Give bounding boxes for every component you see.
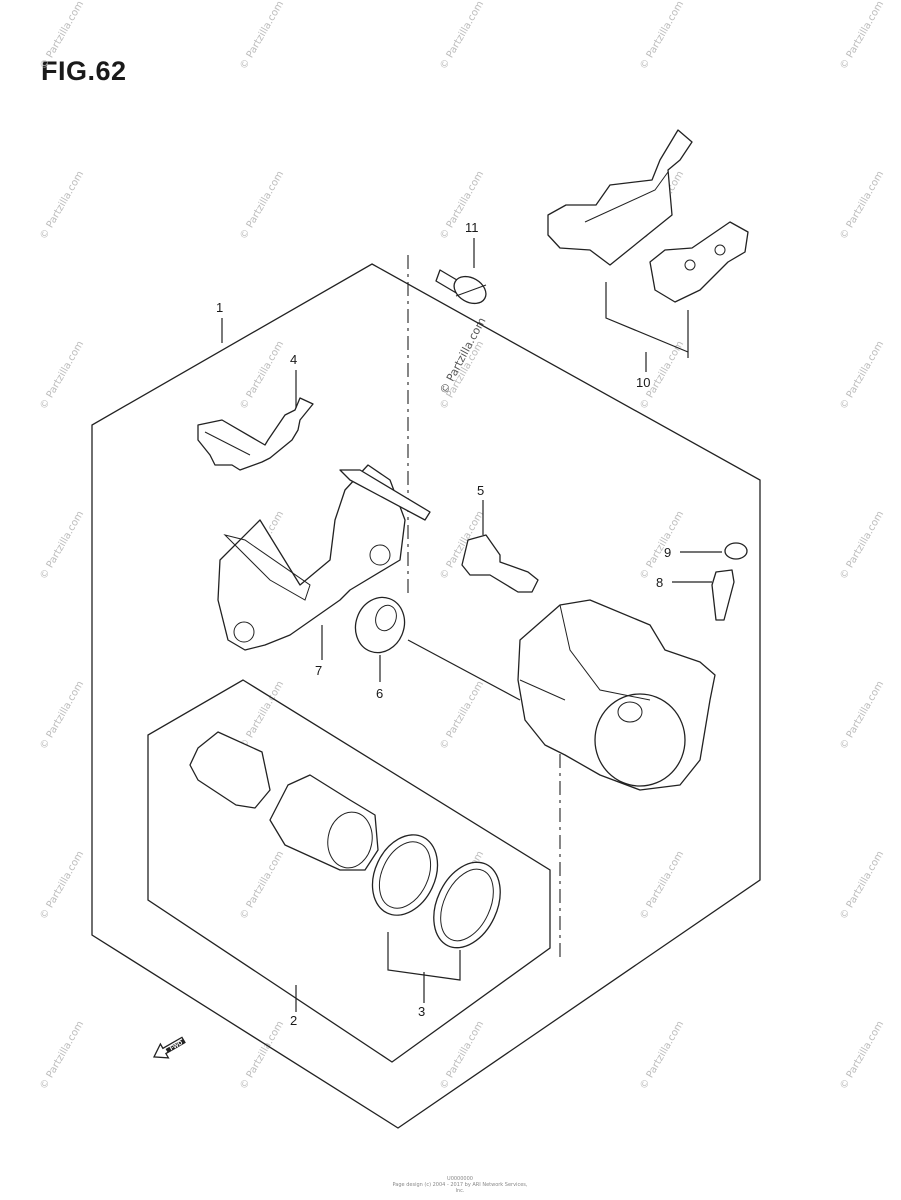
watermark-tile: © Partzilla.com	[438, 679, 486, 751]
watermark-tile: © Partzilla.com	[838, 679, 886, 751]
watermark-tile: © Partzilla.com	[38, 0, 86, 71]
brake-pads-part-10	[547, 129, 749, 303]
watermark-tile: © Partzilla.com	[238, 1019, 286, 1091]
watermark-tile: © Partzilla.com	[638, 0, 686, 71]
page-footer: U0000000 Page design (c) 2004 - 2017 by …	[390, 1176, 530, 1194]
watermark-tile: © Partzilla.com	[638, 849, 686, 921]
watermark-tile: © Partzilla.com	[838, 169, 886, 241]
slide-pin-part-5	[461, 534, 539, 593]
watermark-tile: © Partzilla.com	[238, 0, 286, 71]
watermark-tile: © Partzilla.com	[838, 0, 886, 71]
watermark-tile: © Partzilla.com	[238, 339, 286, 411]
seals-part-3	[371, 834, 501, 949]
forward-arrow-icon: FWD	[152, 1036, 186, 1059]
leader-lines	[221, 238, 722, 1012]
footer-copyright: Page design (c) 2004 - 2017 by ARI Netwo…	[392, 1182, 528, 1194]
callout-3: 3	[418, 1004, 425, 1019]
watermark-tile: © Partzilla.com	[838, 1019, 886, 1091]
watermark-tile: © Partzilla.com	[238, 679, 286, 751]
callout-8: 8	[656, 575, 663, 590]
callout-11: 11	[465, 220, 479, 235]
bleeder-screw-part-8	[711, 569, 735, 621]
watermark-tile: © Partzilla.com	[238, 849, 286, 921]
watermark-tile: © Partzilla.com	[38, 679, 86, 751]
watermark-tile: © Partzilla.com	[438, 169, 486, 241]
watermark-tile: © Partzilla.com	[38, 1019, 86, 1091]
piston-part-2	[189, 731, 379, 871]
watermark-tile: © Partzilla.com	[838, 339, 886, 411]
caliper-body	[517, 599, 716, 791]
watermark-tile: © Partzilla.com	[638, 1019, 686, 1091]
watermark-tile: © Partzilla.com	[438, 0, 486, 71]
caliper-bracket-part-7	[217, 464, 431, 651]
spring-clip-part-4	[197, 397, 314, 471]
pin-boot-part-6	[354, 596, 406, 654]
watermark-tile: © Partzilla.com	[838, 849, 886, 921]
callout-9: 9	[664, 545, 671, 560]
watermark-tile: © Partzilla.com	[38, 849, 86, 921]
piston-kit-box-outline	[147, 679, 551, 1063]
callout-10: 10	[636, 375, 650, 390]
callout-1: 1	[216, 300, 223, 315]
assembly-box-outline	[91, 263, 761, 1129]
watermark-tile: © Partzilla.com	[38, 339, 86, 411]
bleeder-cap-part-9	[724, 542, 748, 560]
watermark-tile: © Partzilla.com	[38, 169, 86, 241]
watermark-tile: © Partzilla.com	[38, 509, 86, 581]
callout-5: 5	[477, 483, 484, 498]
callout-6: 6	[376, 686, 383, 701]
figure-title: FIG.62	[41, 56, 127, 86]
bolt-part-11	[435, 269, 487, 305]
watermark-tile: © Partzilla.com	[638, 509, 686, 581]
watermark-tile: © Partzilla.com	[238, 169, 286, 241]
watermark-tile: © Partzilla.com	[438, 1019, 486, 1091]
watermark-tile: © Partzilla.com	[838, 509, 886, 581]
callout-2: 2	[290, 1013, 297, 1028]
callout-4: 4	[290, 352, 297, 367]
callout-7: 7	[315, 663, 322, 678]
footer-code: U0000000	[447, 1176, 473, 1182]
